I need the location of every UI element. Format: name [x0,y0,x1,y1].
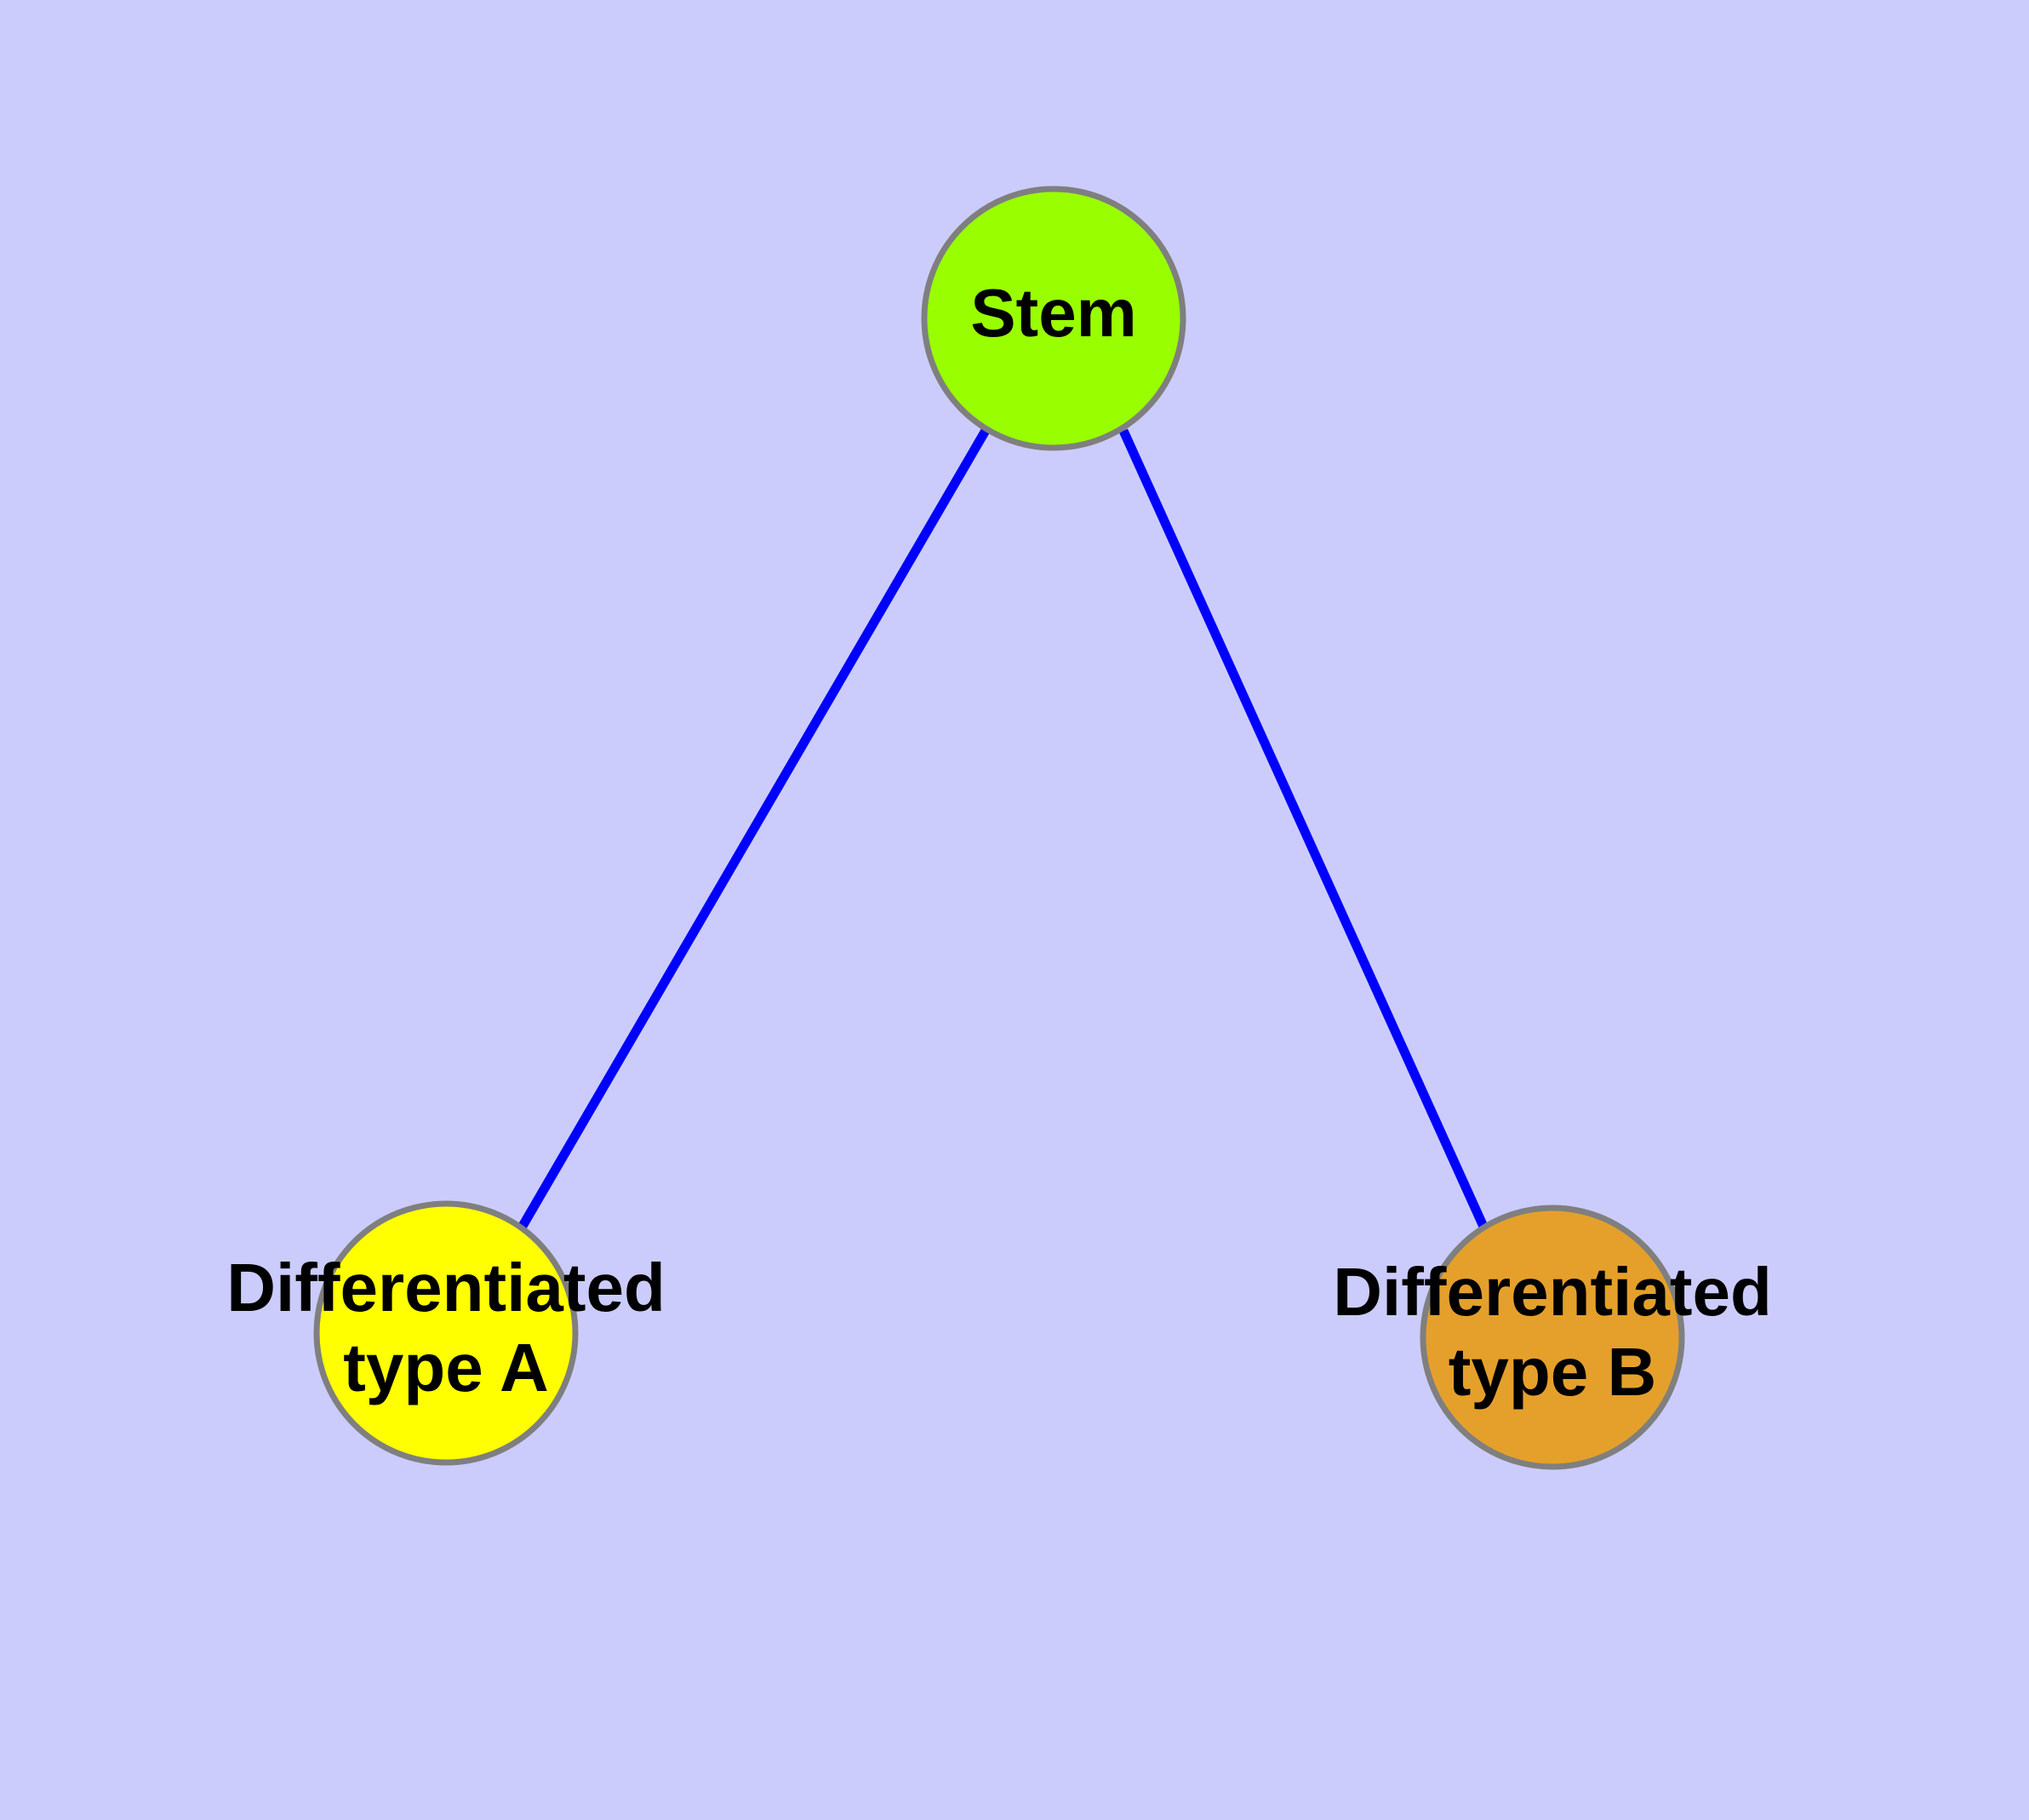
edge-layer [517,426,1489,1231]
edge-stem-diff-b[interactable] [1118,428,1489,1231]
node-label-line: Stem [970,275,1137,351]
node-stem[interactable] [921,186,1186,451]
node-label-line: type A [343,1330,549,1405]
node-diff_a[interactable] [313,1200,579,1466]
node-label-line: Differentiated [1333,1254,1772,1330]
node-label-line: Differentiated [226,1250,666,1325]
node-label-stem: Stem [970,275,1137,351]
node-layer [313,186,1685,1470]
node-diff_b[interactable] [1420,1205,1685,1470]
node-label-line: type B [1449,1334,1657,1410]
edge-stem-diff-a[interactable] [517,426,991,1230]
